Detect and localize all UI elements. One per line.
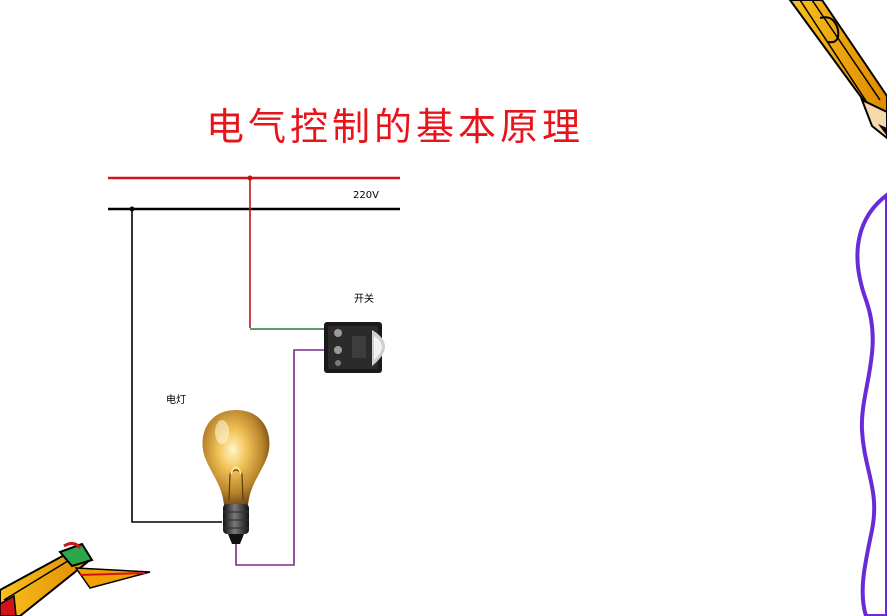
live-junction bbox=[247, 175, 253, 181]
neutral-to-lamp-wire bbox=[131, 209, 222, 523]
voltage-label: 220V bbox=[353, 190, 379, 201]
switch-label: 开关 bbox=[354, 294, 374, 305]
pencil-decoration-top-right bbox=[788, 0, 887, 140]
light-bulb-icon bbox=[202, 410, 270, 544]
pencil-decoration-bottom-left bbox=[0, 541, 151, 616]
wavy-border-decoration bbox=[855, 192, 887, 616]
lamp-label: 电灯 bbox=[166, 395, 186, 406]
slide-title: 电气控制的基本原理 bbox=[205, 105, 584, 149]
switch-icon bbox=[324, 322, 385, 373]
switch-to-lamp-wire bbox=[235, 349, 326, 566]
neutral-junction bbox=[129, 206, 135, 212]
